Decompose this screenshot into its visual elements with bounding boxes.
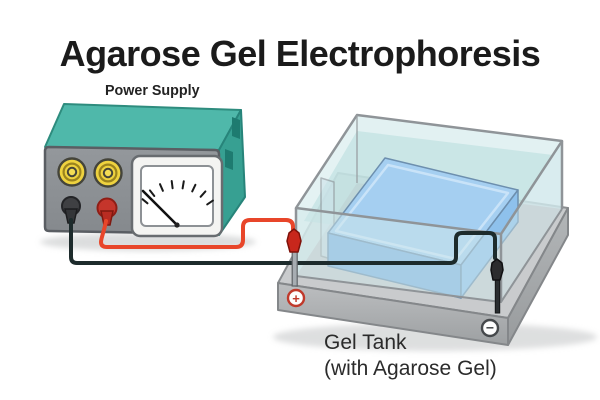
glass-front-right-wall bbox=[501, 141, 562, 302]
positive-terminal-icon: + bbox=[292, 291, 300, 306]
negative-terminal-badge: − bbox=[480, 318, 500, 338]
page-title: Agarose Gel Electrophoresis bbox=[59, 33, 541, 74]
glass-tank bbox=[294, 113, 564, 304]
power-supply-label: Power Supply bbox=[105, 83, 200, 99]
analog-meter-icon bbox=[130, 154, 224, 238]
glass-front-left-wall bbox=[296, 208, 501, 302]
gel-tank-label: Gel Tank (with Agarose Gel) bbox=[324, 330, 497, 382]
gel-tank: + − bbox=[277, 113, 569, 346]
positive-output-port bbox=[96, 197, 118, 226]
negative-terminal-icon: − bbox=[486, 320, 494, 336]
glass-bottom-edges bbox=[295, 208, 563, 304]
gel-tank-label-line1: Gel Tank bbox=[324, 331, 407, 354]
negative-wire bbox=[69, 218, 497, 265]
positive-terminal-badge: + bbox=[286, 288, 306, 308]
negative-electrode bbox=[490, 258, 504, 314]
vent-slit-2 bbox=[225, 149, 233, 170]
gel-tank-label-line2: (with Agarose Gel) bbox=[324, 357, 497, 380]
positive-electrode-plug bbox=[286, 228, 302, 253]
positive-wire bbox=[98, 218, 295, 249]
tank-base-front-right-face bbox=[507, 207, 569, 346]
meter-pivot bbox=[174, 222, 180, 228]
vent-slit-1 bbox=[232, 117, 240, 139]
negative-output-port bbox=[61, 196, 81, 224]
banana-terminal-left bbox=[57, 157, 87, 187]
power-supply bbox=[43, 103, 246, 238]
negative-electrode-rod bbox=[494, 277, 501, 314]
banana-terminal-right bbox=[93, 158, 123, 188]
positive-electrode bbox=[286, 228, 302, 287]
meter-needle bbox=[141, 189, 179, 227]
meter-ticks bbox=[141, 180, 214, 206]
power-supply-top-face bbox=[44, 103, 242, 151]
negative-electrode-plug bbox=[490, 258, 504, 281]
positive-electrode-rod bbox=[291, 249, 298, 287]
